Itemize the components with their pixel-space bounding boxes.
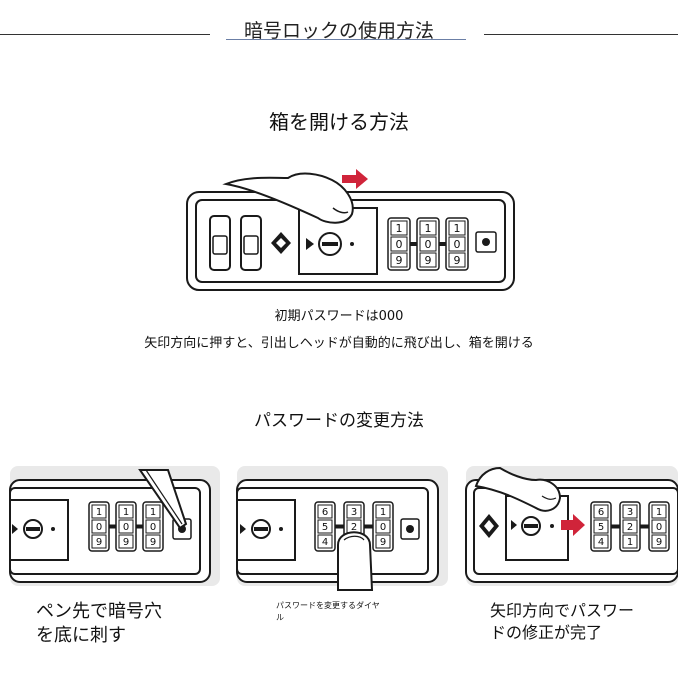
dial-cell	[145, 519, 161, 534]
dial-digit: 9	[380, 537, 386, 548]
dial-digit: 0	[150, 522, 156, 533]
dial-cell	[317, 504, 333, 519]
dial-digit: 9	[396, 254, 403, 267]
dial-cell	[375, 534, 391, 549]
dial-cell	[317, 534, 333, 549]
dial-digit: 1	[96, 507, 102, 518]
confirm-arrow-icon	[561, 514, 585, 536]
header-underline	[226, 39, 466, 40]
dial-digit: 0	[656, 522, 662, 533]
change-heading: パスワードの変更方法	[254, 411, 424, 431]
dial-cell	[390, 236, 408, 252]
dial-link	[136, 524, 143, 529]
dial-cell	[419, 252, 437, 268]
dial-link	[410, 242, 417, 246]
dial-cell	[145, 534, 161, 549]
dial-cell	[91, 534, 107, 549]
dial-cell	[593, 504, 609, 519]
header-rule-left	[0, 34, 210, 35]
dial-digit: 0	[454, 238, 461, 251]
dial-cell	[448, 236, 466, 252]
step3-label: 矢印方向でパスワー ドの修正が完了	[490, 601, 635, 642]
step2-label: パスワードを変更するダイヤ ル	[276, 601, 380, 622]
dial-digit: 3	[351, 507, 357, 518]
dial-cell	[448, 252, 466, 268]
dial-digit: 0	[425, 238, 432, 251]
finger-icon	[222, 172, 354, 224]
dial-cell	[390, 252, 408, 268]
finger-dial-icon	[337, 531, 374, 591]
dial-digit: 1	[123, 507, 129, 518]
dial-digit: 5	[322, 522, 328, 533]
dial-cell	[593, 519, 609, 534]
dial-link	[364, 524, 373, 529]
step3-panel: 6 5 4 3 2 1 1 0 9	[465, 466, 678, 586]
dial-link	[640, 524, 649, 529]
dial-cell	[346, 504, 362, 519]
dial-digit: 1	[656, 507, 662, 518]
dial-digit: 2	[627, 522, 633, 533]
dial-cell	[91, 519, 107, 534]
dial-cell	[118, 534, 134, 549]
dial-cell	[118, 504, 134, 519]
dial-link	[439, 242, 446, 246]
dial-cell	[91, 504, 107, 519]
page-title: 暗号ロックの使用方法	[243, 20, 434, 42]
open-heading: 箱を開ける方法	[269, 110, 409, 134]
dial-digit: 1	[627, 537, 633, 548]
dial-link	[109, 524, 116, 529]
dial-digit: 5	[598, 522, 604, 533]
dial-link	[335, 524, 344, 529]
dial-digit: 3	[627, 507, 633, 518]
push-arrow-icon	[342, 169, 368, 189]
dial-digit: 0	[123, 522, 129, 533]
dial-digit: 4	[598, 537, 604, 548]
step1-panel: 1 0 9 1 0 9 1 0 9	[9, 466, 220, 586]
dial-digit: 9	[150, 537, 156, 548]
header-rule-right	[484, 34, 678, 35]
open-instruction-text: 矢印方向に押すと、引出しヘッドが自動的に飛び出し、箱を開ける	[144, 336, 534, 351]
dial-digit: 1	[380, 507, 386, 518]
reset-hole-icon	[482, 238, 490, 246]
initial-password-text: 初期パスワードは000	[274, 309, 404, 324]
dial-cell	[651, 519, 667, 534]
dial-cell	[145, 504, 161, 519]
dial-cell	[317, 519, 333, 534]
dial-cell	[448, 220, 466, 236]
dial-cell	[375, 519, 391, 534]
step1-label: ペン先で暗号穴 を底に刺す	[36, 601, 162, 646]
dial-digit: 0	[96, 522, 102, 533]
dial-digit: 6	[322, 507, 328, 518]
dial-digit: 0	[380, 522, 386, 533]
dial-cell	[622, 504, 638, 519]
dial-cell	[375, 504, 391, 519]
dial-digit: 9	[96, 537, 102, 548]
dial-cell	[622, 519, 638, 534]
dial-digit: 2	[351, 522, 357, 533]
dial-cell	[118, 519, 134, 534]
dial-digit: 9	[123, 537, 129, 548]
dial-digit: 1	[150, 507, 156, 518]
dial-digit: 1	[425, 222, 432, 235]
dial-digit: 9	[454, 254, 461, 267]
dial-cell	[622, 534, 638, 549]
dial-cell	[419, 236, 437, 252]
dial-link	[611, 524, 620, 529]
dial-cell	[419, 220, 437, 236]
main-lock-illustration: 1 0 9 1 0 9 1 0 9	[186, 169, 515, 291]
finger-push-icon	[474, 466, 562, 512]
dial-digit: 9	[425, 254, 432, 267]
dial-cell	[593, 534, 609, 549]
dial-digit: 0	[396, 238, 403, 251]
dial-digit: 4	[322, 537, 328, 548]
dial-cell	[651, 534, 667, 549]
dial-cell	[651, 504, 667, 519]
dial-digit: 9	[656, 537, 662, 548]
dial-digit: 1	[396, 222, 403, 235]
dial-digit: 1	[454, 222, 461, 235]
dial-cell	[390, 220, 408, 236]
dial-digit: 6	[598, 507, 604, 518]
